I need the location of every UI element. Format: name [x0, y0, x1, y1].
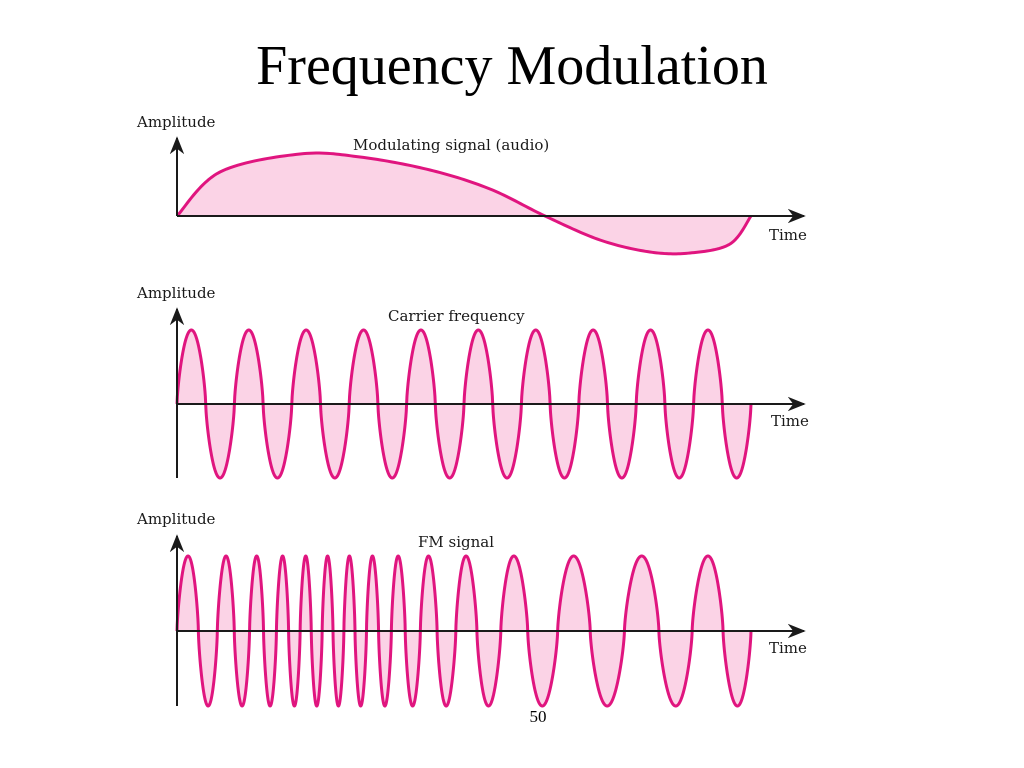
panel-carrier: Amplitude Time Carrier frequency [136, 284, 809, 480]
modulating-title: Modulating signal (audio) [353, 136, 549, 154]
carrier-title: Carrier frequency [388, 307, 525, 325]
slide-title: Frequency Modulation [256, 35, 768, 97]
carrier-y-axis-label: Amplitude [136, 284, 216, 302]
modulating-wave-fill [177, 153, 751, 254]
modulating-x-axis-label: Time [769, 226, 807, 244]
carrier-x-axis-label: Time [771, 412, 809, 430]
fm-wave [175, 554, 753, 708]
fm-x-axis-label: Time [769, 639, 807, 657]
modulating-wave [175, 151, 753, 256]
panel-modulating: Amplitude Time Modulating signal (audio) [136, 113, 807, 256]
panel-fm: Amplitude Time FM signal [136, 510, 807, 708]
page-number: 50 [529, 707, 547, 726]
fm-title: FM signal [418, 533, 494, 551]
fm-y-axis-label: Amplitude [136, 510, 216, 528]
modulating-y-axis-label: Amplitude [136, 113, 216, 131]
